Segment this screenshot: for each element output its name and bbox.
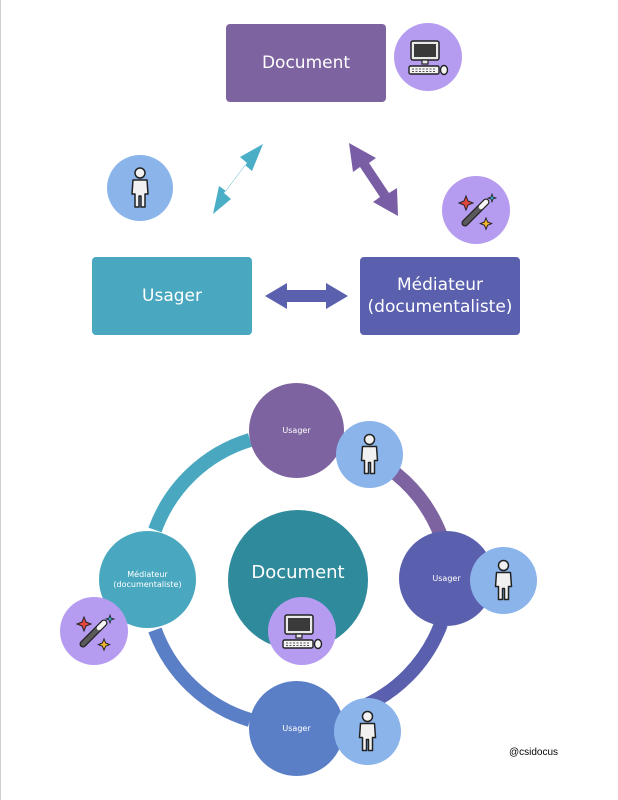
cycle-top-label: Usager [282, 425, 311, 435]
page-edge-rule [0, 0, 1, 800]
usager-label: Usager [142, 286, 202, 306]
cycle-node-top: Usager [249, 383, 344, 478]
ring-arc-bottom-left [148, 627, 253, 727]
ring-arc-left-top [148, 433, 253, 533]
computer-icon [394, 23, 462, 91]
cycle-right-label: Usager [432, 573, 461, 583]
cycle-bottom-label: Usager [282, 723, 311, 733]
person-icon [334, 698, 401, 765]
document-box: Document [226, 24, 386, 102]
magic-wand-icon [442, 176, 510, 244]
mediateur-label-line2: (documentaliste) [367, 297, 513, 317]
cycle-center-label: Document [251, 561, 345, 583]
usager-box: Usager [92, 257, 252, 335]
cycle-left-label-line1: Médiateur [127, 569, 168, 579]
person-icon [470, 547, 537, 614]
computer-icon [268, 597, 336, 665]
arrow-document-usager [213, 144, 263, 214]
arrow-usager-mediateur [265, 283, 348, 309]
person-icon [336, 421, 403, 488]
mediateur-label: Médiateur (documentaliste) [368, 274, 513, 318]
cycle-left-label-line2: (documentaliste) [113, 579, 182, 589]
mediateur-box: Médiateur (documentaliste) [360, 257, 520, 335]
credit-handle: @csidocus [509, 747, 559, 758]
person-icon [107, 155, 173, 221]
arrow-document-mediateur [349, 143, 398, 216]
ring-arc-right-bottom [354, 621, 448, 716]
document-label: Document [261, 53, 351, 73]
magic-wand-icon [60, 597, 128, 665]
mediateur-label-line1: Médiateur [397, 275, 483, 295]
cycle-node-bottom: Usager [249, 681, 344, 776]
cycle-left-label: Médiateur (documentaliste) [113, 570, 181, 590]
